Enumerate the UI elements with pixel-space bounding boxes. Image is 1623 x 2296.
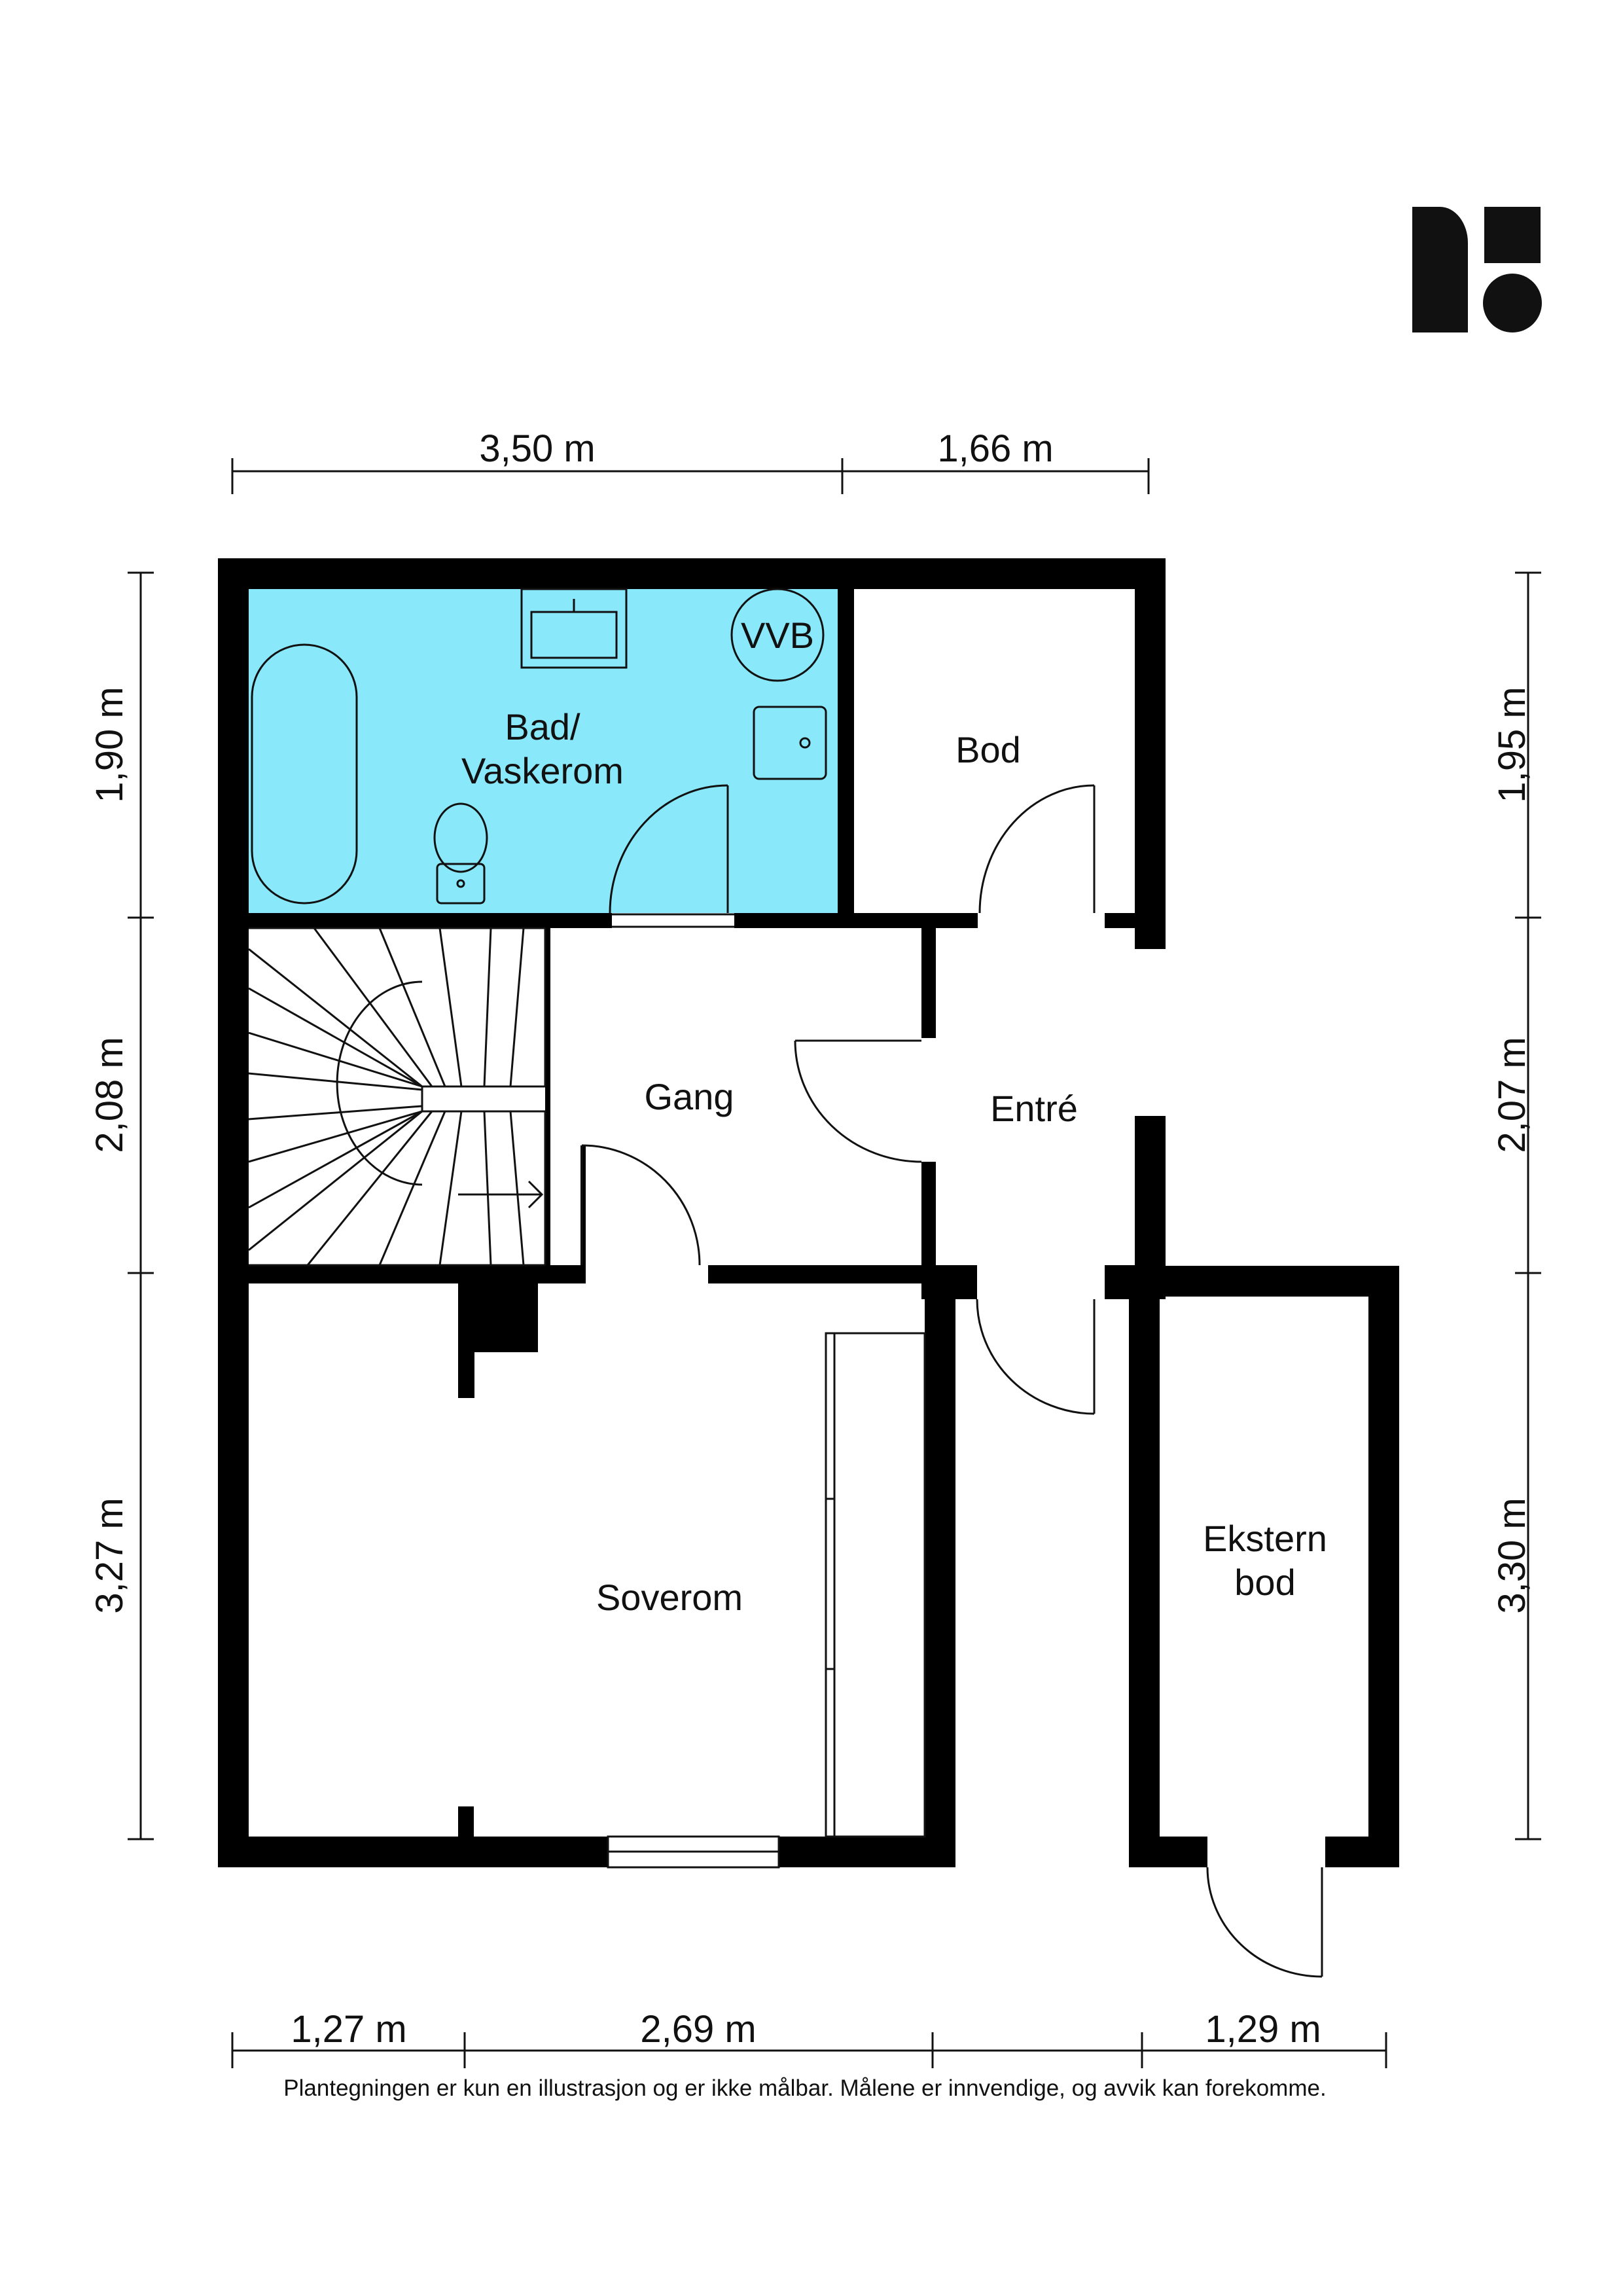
dimension-line-bottom: [231, 2032, 1387, 2068]
bathtub: [251, 643, 358, 905]
dimension-line-left: [128, 571, 154, 1840]
storage-label: Bod: [955, 729, 1021, 770]
dimension-right-3: 3,30 m: [1491, 1498, 1533, 1613]
dimension-line-top: [231, 458, 1150, 494]
entrance-label: Entré: [990, 1088, 1078, 1129]
external-storage-label-line2: bod: [1234, 1562, 1295, 1603]
dimension-bottom-3: 1,29 m: [1205, 2008, 1321, 2051]
dimension-top-1: 3,50 m: [479, 427, 595, 470]
dimension-bottom-2: 2,69 m: [640, 2008, 756, 2051]
company-logo: [1412, 207, 1542, 332]
dimension-bottom-1: 1,27 m: [291, 2008, 406, 2051]
water-heater: [730, 588, 825, 682]
water-heater-label: VVB: [741, 615, 814, 656]
staircase: [248, 927, 546, 1266]
dimension-top-2: 1,66 m: [937, 427, 1053, 470]
toilet: [433, 802, 488, 905]
bathroom-label-line1: Bad/: [505, 706, 580, 747]
shower-unit: [753, 706, 827, 780]
external-storage-label-line1: Ekstern: [1203, 1518, 1327, 1559]
bathroom-label-line2: Vaskerom: [461, 750, 624, 791]
sink: [520, 588, 628, 669]
wardrobe: [825, 1332, 926, 1838]
bedroom-window: [607, 1835, 780, 1869]
bedroom-label: Soverom: [596, 1577, 743, 1618]
bathroom-floor: [249, 589, 838, 916]
walls: [218, 558, 1399, 1867]
dimension-line-right: [1515, 571, 1541, 1840]
dimension-right-1: 1,95 m: [1491, 687, 1533, 802]
disclaimer-text: Plantegningen er kun en illustrasjon og …: [283, 2075, 1326, 2101]
dimension-left-3: 3,27 m: [88, 1498, 131, 1613]
doors: [580, 784, 1323, 1978]
dimension-left-1: 1,90 m: [88, 687, 131, 802]
hallway-label: Gang: [645, 1076, 734, 1117]
dimension-right-2: 2,07 m: [1491, 1037, 1533, 1153]
dimension-left-2: 2,08 m: [88, 1037, 131, 1153]
